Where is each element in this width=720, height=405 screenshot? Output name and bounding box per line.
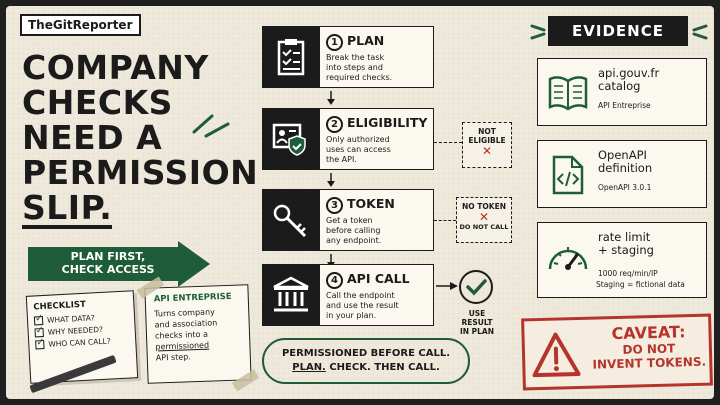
- api-entreprise-card: API ENTREPRISE Turns company and associa…: [136, 276, 260, 392]
- brand-label: TheGitReporter: [20, 14, 141, 36]
- dashed-connector: [434, 220, 456, 221]
- summary-pill: PERMISSIONED BEFORE CALL. PLAN. CHECK. T…: [262, 338, 470, 384]
- arrow-down-icon: [327, 173, 335, 187]
- id-badge-shield-icon: [262, 108, 320, 170]
- step-desc: the API.: [326, 155, 357, 164]
- step-desc: Only authorized: [326, 135, 390, 144]
- summary-line-1: PERMISSIONED BEFORE CALL.: [281, 348, 451, 359]
- step-desc: any endpoint.: [326, 236, 382, 245]
- accent-strokes-icon: [192, 114, 230, 138]
- step-title: PLAN: [347, 33, 385, 48]
- evidence-strokes-icon: [530, 24, 708, 40]
- code-file-icon: [552, 155, 584, 195]
- step-desc: in your plan.: [326, 311, 377, 320]
- check-circle-icon: [459, 270, 493, 304]
- summary-plan-word: PLAN.: [292, 362, 326, 373]
- evidence-card-title: api.gouv.fr: [598, 66, 660, 80]
- not-eligible-box: NOT ELIGIBLE ✕: [462, 122, 512, 168]
- evidence-card-title: rate limit: [598, 230, 651, 244]
- headline-line-1: COMPANY: [22, 48, 209, 87]
- red-x-icon: ✕: [478, 210, 490, 224]
- step-desc: required checks.: [326, 73, 393, 82]
- evidence-card-subtitle: API Entreprise: [598, 101, 651, 110]
- no-token-line-2: DO NOT CALL: [459, 223, 509, 231]
- not-eligible-line-1: NOT: [478, 127, 496, 136]
- step-title: TOKEN: [347, 196, 395, 211]
- warning-triangle-icon: [532, 332, 581, 378]
- evidence-card-subtitle: Staging = fictional data: [596, 280, 685, 289]
- open-book-icon: [548, 76, 588, 111]
- caveat-stamp: CAVEAT: DO NOT INVENT TOKENS.: [521, 313, 713, 391]
- arrow-right-icon: [436, 282, 458, 290]
- summary-line-2: CHECK. THEN CALL.: [325, 362, 440, 373]
- step-desc: uses can access: [326, 145, 391, 154]
- evidence-card-subtitle: OpenAPI 3.0.1: [598, 183, 652, 192]
- arrow-banner-icon: [28, 241, 210, 287]
- clipboard-checklist-icon: [262, 26, 320, 88]
- step-number: 1: [326, 34, 343, 51]
- headline-line-2: CHECKS: [22, 83, 173, 122]
- dashed-connector: [434, 142, 462, 143]
- step-desc: before calling: [326, 226, 381, 235]
- banner-line-1: PLAN FIRST,: [70, 250, 146, 263]
- step-desc: Get a token: [326, 216, 373, 225]
- checklist-title: CHECKLIST: [33, 299, 87, 313]
- evidence-card-rate-limit: rate limit+ staging 1000 req/min/IP Stag…: [537, 222, 707, 298]
- plan-first-banner: PLAN FIRST, CHECK ACCESS: [28, 241, 210, 287]
- red-x-icon: ✕: [481, 144, 493, 158]
- step-desc: Break the task: [326, 53, 385, 62]
- no-token-box: NO TOKEN ✕ DO NOT CALL: [456, 197, 512, 243]
- bank-building-icon: [262, 264, 320, 326]
- key-icon: [262, 189, 320, 251]
- evidence-card-title: + staging: [598, 243, 654, 257]
- caveat-line-3: INVENT TOKENS.: [592, 354, 707, 372]
- step-number: 3: [326, 197, 343, 214]
- step-title: API CALL: [347, 271, 410, 286]
- not-eligible-line-2: ELIGIBLE: [468, 136, 506, 145]
- banner-line-2: CHECK ACCESS: [61, 263, 155, 276]
- step-number: 4: [326, 272, 343, 289]
- api-card-text: permissioned: [155, 340, 210, 352]
- use-result-label: USE RESULT IN PLAN: [452, 309, 502, 336]
- api-card-text: API step.: [155, 352, 191, 363]
- use-result-line-1: USE RESULT: [461, 309, 493, 327]
- evidence-card-title: OpenAPI: [598, 148, 647, 162]
- speed-gauge-icon: [548, 247, 588, 270]
- step-desc: Call the endpoint: [326, 291, 395, 300]
- use-result-line-2: IN PLAN: [459, 327, 495, 336]
- evidence-card-subtitle: 1000 req/min/IP: [598, 269, 658, 278]
- step-number: 2: [326, 116, 343, 133]
- api-card-title: API ENTREPRISE: [153, 291, 232, 305]
- step-desc: into steps and: [326, 63, 383, 72]
- checklist-item: WHO CAN CALL?: [35, 336, 129, 350]
- evidence-title: EVIDENCE: [548, 16, 688, 46]
- step-desc: and use the result: [326, 301, 399, 310]
- evidence-card-title: catalog: [598, 79, 641, 93]
- arrow-down-icon: [327, 91, 335, 105]
- headline-line-4: PERMISSION: [22, 153, 259, 192]
- headline: COMPANY CHECKS NEED A PERMISSION SLIP.: [22, 50, 262, 229]
- checkbox-icon: [35, 339, 45, 350]
- no-token-line-1: NO TOKEN: [462, 202, 506, 211]
- headline-line-5: SLIP.: [22, 188, 113, 229]
- step-title: ELIGIBILITY: [347, 115, 428, 130]
- headline-line-3: NEED A: [22, 118, 163, 157]
- evidence-card-title: definition: [598, 161, 653, 175]
